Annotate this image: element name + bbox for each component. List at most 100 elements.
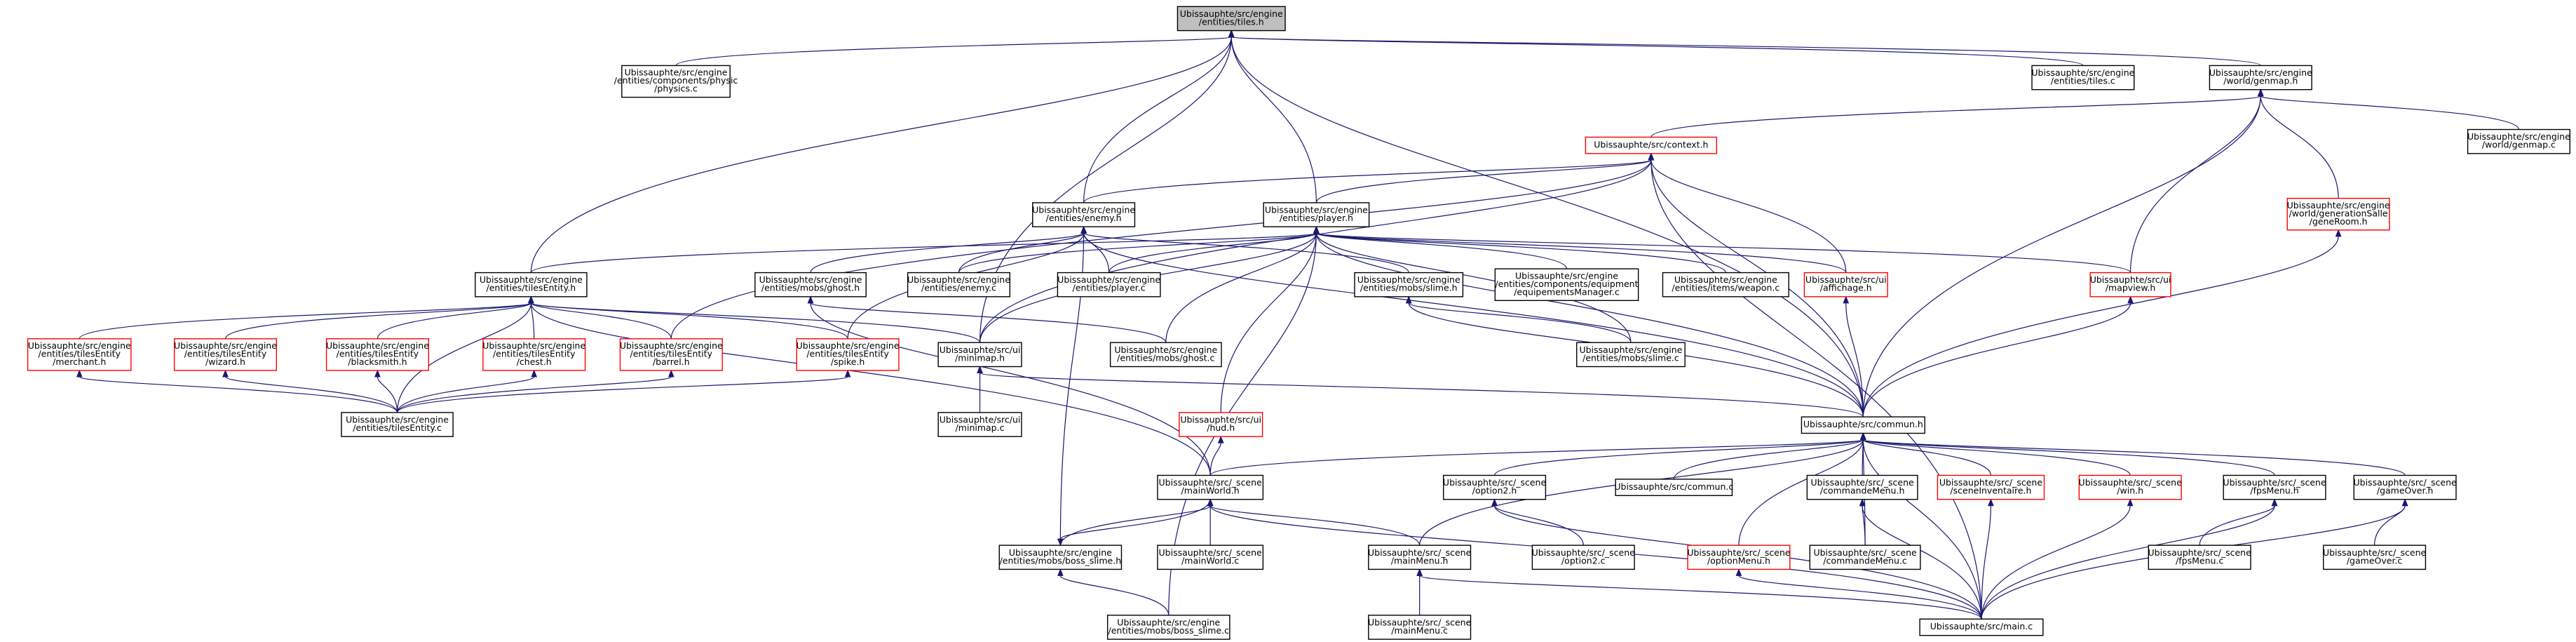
node-label-line: /physics.c — [654, 83, 698, 94]
node-mapview-h[interactable]: Ubissauphte/src/ui/mapview.h — [2089, 272, 2171, 297]
node-box — [1687, 544, 1791, 570]
node-commandeMenu-c[interactable]: Ubissauphte/src/_scene/commandeMenu.c — [1809, 544, 1921, 570]
node-box — [173, 338, 278, 371]
node-label-line: Ubissauphte/src/_scene — [1159, 477, 1263, 488]
edge-main_c-to-commun_h — [1859, 432, 1982, 620]
node-label-line: Ubissauphte/src/engine — [759, 274, 862, 285]
node-option2-h[interactable]: Ubissauphte/src/_scene/option2.h — [1443, 474, 1547, 500]
node-commandeMenu-h[interactable]: Ubissauphte/src/_scene/commandeMenu.h — [1806, 474, 1918, 500]
node-sceneInventaire-h[interactable]: Ubissauphte/src/_scene/sceneInventaire.h — [1937, 474, 2045, 500]
node-label-line: /entities/components/physic — [614, 75, 738, 86]
edge-commun_h-to-enemy_h — [1080, 225, 1864, 417]
node-minimap-h[interactable]: Ubissauphte/src/ui/minimap.h — [937, 342, 1022, 368]
node-blacksmith-h[interactable]: Ubissauphte/src/engine/entities/tilesEnt… — [325, 338, 429, 371]
node-box — [1806, 474, 1918, 500]
node-commun-h[interactable]: Ubissauphte/src/commun.h — [1801, 416, 1925, 434]
node-tiles-c[interactable]: Ubissauphte/src/engine/entities/tiles.c — [2031, 65, 2135, 91]
node-label-line: /entities/mobs/ghost.h — [761, 283, 860, 293]
edge-boss_slime_h-to-mainWorld_h — [1059, 498, 1214, 546]
node-label-line: Ubissauphte/src/_scene — [1687, 547, 1791, 558]
node-hud-h[interactable]: Ubissauphte/src/ui/hud.h — [1179, 412, 1263, 437]
node-mainMenu-h[interactable]: Ubissauphte/src/_scene/mainMenu.h — [1368, 544, 1472, 570]
node-commun-c[interactable]: Ubissauphte/src/commun.c — [1614, 479, 1733, 497]
node-label-line: Ubissauphte/src/engine — [796, 340, 900, 351]
node-box — [2209, 65, 2312, 91]
node-label-line: Ubissauphte/src/_scene — [2079, 477, 2183, 488]
node-win-h[interactable]: Ubissauphte/src/_scene/win.h — [2079, 474, 2183, 500]
node-affichage-h[interactable]: Ubissauphte/src/ui/affichage.h — [1803, 272, 1888, 297]
edge-blacksmith_h-to-tilesEntity_h — [377, 295, 534, 339]
node-barrel-h[interactable]: Ubissauphte/src/engine/entities/tilesEnt… — [619, 338, 723, 371]
node-label-line: Ubissauphte/src/engine — [2031, 67, 2134, 78]
node-label-line: /minimap.c — [956, 422, 1005, 433]
edge-layer — [76, 29, 2520, 620]
edge-win_h-to-commun_h — [1859, 432, 2131, 476]
node-label-line: Ubissauphte/src/ui — [940, 345, 1021, 355]
node-mainMenu-c[interactable]: Ubissauphte/src/_scene/mainMenu.c — [1368, 615, 1472, 640]
node-box — [754, 272, 867, 297]
node-slime-c[interactable]: Ubissauphte/src/engine/entities/mobs/sli… — [1576, 342, 1686, 368]
node-label-line: /barrel.h — [653, 356, 690, 367]
node-label-line: /entities/enemy.h — [1046, 213, 1122, 223]
node-chest-h[interactable]: Ubissauphte/src/engine/entities/tilesEnt… — [482, 338, 585, 371]
node-merchant-h[interactable]: Ubissauphte/src/engine/entities/tilesEnt… — [27, 338, 132, 371]
node-box — [1368, 615, 1472, 640]
node-optionMenu-h[interactable]: Ubissauphte/src/_scene/optionMenu.h — [1687, 544, 1791, 570]
edge-player_h-to-context_h — [1315, 152, 1655, 203]
node-player-c[interactable]: Ubissauphte/src/engine/entities/player.c — [1057, 272, 1161, 297]
node-label-line: /option2.c — [1561, 555, 1606, 566]
node-main-c[interactable]: Ubissauphte/src/main.c — [1919, 618, 2044, 636]
node-weapon-c[interactable]: Ubissauphte/src/engine/entities/items/we… — [1662, 272, 1789, 297]
edge-mainMenu_h-to-mainWorld_h — [1207, 498, 1421, 546]
node-label-line: Ubissauphte/src/_scene — [1159, 547, 1263, 558]
node-box — [2031, 65, 2135, 91]
node-genmap-c[interactable]: Ubissauphte/src/engine/world/genmap.c — [2467, 128, 2570, 154]
node-wizard-h[interactable]: Ubissauphte/src/engine/entities/tilesEnt… — [173, 338, 278, 371]
node-label-line: Ubissauphte/src/engine — [346, 415, 449, 425]
node-option2-c[interactable]: Ubissauphte/src/_scene/option2.c — [1532, 544, 1636, 570]
node-box — [1585, 136, 1717, 154]
node-gameOver-c[interactable]: Ubissauphte/src/_scene/gameOver.c — [2323, 544, 2427, 570]
edge-affichage_h-to-player_h — [1313, 225, 1847, 273]
node-context-h[interactable]: Ubissauphte/src/context.h — [1585, 136, 1717, 154]
node-box — [937, 412, 1022, 437]
node-mainWorld-h[interactable]: Ubissauphte/src/_scene/mainWorld.h — [1157, 474, 1264, 500]
node-equipManager-c[interactable]: Ubissauphte/src/engine/entities/componen… — [1494, 268, 1639, 301]
node-gameOver-h[interactable]: Ubissauphte/src/_scene/gameOver.h — [2354, 474, 2458, 500]
node-box — [1368, 544, 1472, 570]
node-label-line: /mainMenu.c — [1391, 625, 1448, 636]
node-label-line: Ubissauphte/src/main.c — [1930, 621, 2033, 631]
node-tiles-h[interactable]: Ubissauphte/src/engine/entities/tiles.h — [1177, 6, 1286, 32]
node-minimap-c[interactable]: Ubissauphte/src/ui/minimap.c — [937, 412, 1022, 437]
node-boss-slime-h[interactable]: Ubissauphte/src/engine/entities/mobs/bos… — [998, 544, 1123, 570]
node-label-line: /fpsMenu.c — [2176, 555, 2223, 566]
node-label-line: /mainWorld.c — [1181, 555, 1239, 566]
node-tilesEntity-h[interactable]: Ubissauphte/src/engine/entities/tilesEnt… — [475, 272, 588, 297]
node-player-h[interactable]: Ubissauphte/src/engine/entities/player.h — [1263, 202, 1370, 227]
node-fpsMenu-c[interactable]: Ubissauphte/src/_scene/fpsMenu.c — [2148, 544, 2252, 570]
node-enemy-h[interactable]: Ubissauphte/src/engine/entities/enemy.h — [1032, 202, 1135, 227]
node-geneRoom-h[interactable]: Ubissauphte/src/engine/world/generationS… — [2286, 197, 2390, 231]
node-label-line: /entities/tiles.h — [1199, 16, 1264, 27]
node-ghost-c[interactable]: Ubissauphte/src/engine/entities/mobs/gho… — [1109, 342, 1222, 368]
node-label-line: /entities/tilesEntity.c — [353, 422, 442, 433]
node-mainWorld-c[interactable]: Ubissauphte/src/_scene/mainWorld.c — [1157, 544, 1264, 570]
node-boss-slime-c[interactable]: Ubissauphte/src/engine/entities/mobs/bos… — [1106, 615, 1231, 640]
node-fpsMenu-h[interactable]: Ubissauphte/src/_scene/fpsMenu.h — [2223, 474, 2326, 500]
node-label-line: /entities/tilesEntity — [806, 349, 889, 359]
node-enemy-c[interactable]: Ubissauphte/src/engine/entities/enemy.c — [907, 272, 1010, 297]
node-box — [475, 272, 588, 297]
node-box — [1662, 272, 1789, 297]
node-ghost-h[interactable]: Ubissauphte/src/engine/entities/mobs/gho… — [754, 272, 867, 297]
node-tilesEntity-c[interactable]: Ubissauphte/src/engine/entities/tilesEnt… — [341, 412, 454, 437]
node-label-line: /affichage.h — [1820, 283, 1872, 293]
node-box — [325, 338, 429, 371]
node-spike-h[interactable]: Ubissauphte/src/engine/entities/tilesEnt… — [796, 338, 900, 371]
node-genmap-h[interactable]: Ubissauphte/src/engine/world/genmap.h — [2209, 65, 2312, 91]
node-slime-h[interactable]: Ubissauphte/src/engine/entities/mobs/sli… — [1354, 272, 1464, 297]
node-label-line: Ubissauphte/src/_scene — [2223, 477, 2326, 488]
node-layer: Ubissauphte/src/engine/entities/tiles.hU… — [27, 6, 2570, 640]
node-label-line: /entities/tilesEntity — [38, 349, 121, 359]
node-label-line: Ubissauphte/src/engine — [1265, 205, 1368, 215]
node-physics-c[interactable]: Ubissauphte/src/engine/entities/componen… — [614, 65, 738, 98]
